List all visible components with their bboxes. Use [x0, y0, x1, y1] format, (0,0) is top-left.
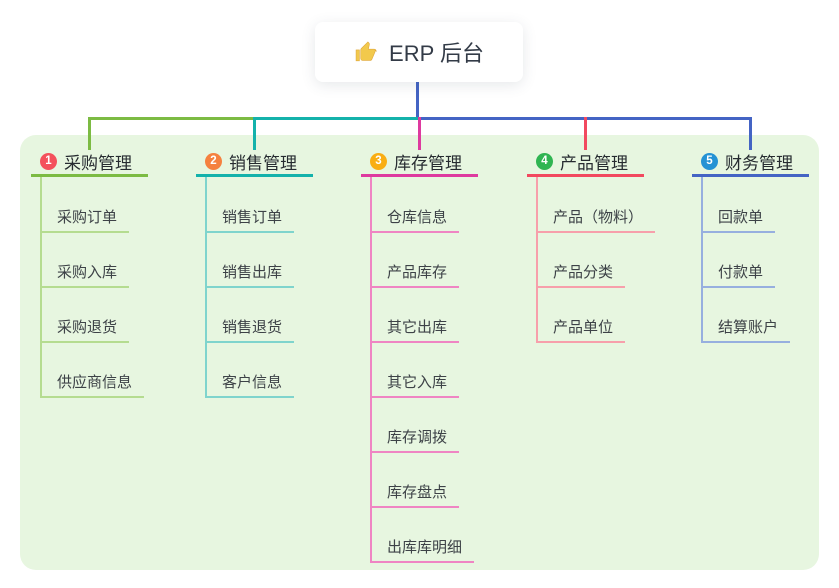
child-node[interactable]: 销售退货 [205, 315, 295, 343]
branch-node-5[interactable]: 5 财务管理 [701, 148, 793, 174]
child-node[interactable]: 产品分类 [536, 260, 626, 288]
child-node[interactable]: 销售出库 [205, 260, 295, 288]
child-node[interactable]: 结算账户 [701, 315, 791, 343]
branch-title: 财务管理 [725, 153, 793, 173]
thumbs-up-icon [354, 40, 379, 65]
root-node[interactable]: ERP 后台 [315, 22, 523, 82]
branch-underline [361, 174, 478, 177]
branch-title: 产品管理 [560, 153, 628, 173]
root-node-title: ERP 后台 [389, 41, 484, 66]
child-node[interactable]: 其它入库 [370, 370, 460, 398]
branch-title: 销售管理 [229, 153, 297, 173]
child-node[interactable]: 客户信息 [205, 370, 295, 398]
child-node[interactable]: 供应商信息 [40, 370, 145, 398]
branch-number-badge: 4 [536, 152, 553, 170]
branch-drop-line [584, 117, 587, 150]
child-node[interactable]: 产品单位 [536, 315, 626, 343]
branch-number-badge: 2 [205, 152, 222, 170]
child-node[interactable]: 其它出库 [370, 315, 460, 343]
branches-panel [20, 135, 819, 570]
child-node[interactable]: 采购退货 [40, 315, 130, 343]
child-node[interactable]: 产品（物料） [536, 205, 656, 233]
child-node[interactable]: 回款单 [701, 205, 776, 233]
rail-segment-sales [253, 117, 419, 120]
branch-drop-line [253, 117, 256, 150]
child-node[interactable]: 库存调拨 [370, 425, 460, 453]
branch-drop-line [418, 117, 421, 150]
rail-segment-purchase [88, 117, 254, 120]
child-node[interactable]: 采购入库 [40, 260, 130, 288]
branch-node-4[interactable]: 4 产品管理 [536, 148, 628, 174]
branch-title: 库存管理 [394, 153, 462, 173]
child-node[interactable]: 出库库明细 [370, 535, 475, 563]
branch-number-badge: 5 [701, 152, 718, 170]
child-connector-line [701, 177, 703, 341]
child-node[interactable]: 付款单 [701, 260, 776, 288]
child-node[interactable]: 销售订单 [205, 205, 295, 233]
branch-node-1[interactable]: 1 采购管理 [40, 148, 132, 174]
branch-underline [31, 174, 148, 177]
branch-underline [692, 174, 809, 177]
child-node[interactable]: 产品库存 [370, 260, 460, 288]
child-node[interactable]: 采购订单 [40, 205, 130, 233]
branch-number-badge: 1 [40, 152, 57, 170]
child-node[interactable]: 仓库信息 [370, 205, 460, 233]
branch-drop-line [88, 117, 91, 150]
branch-node-3[interactable]: 3 库存管理 [370, 148, 462, 174]
child-connector-line [536, 177, 538, 341]
branch-underline [196, 174, 313, 177]
child-node[interactable]: 库存盘点 [370, 480, 460, 508]
branch-node-2[interactable]: 2 销售管理 [205, 148, 297, 174]
branch-number-badge: 3 [370, 152, 387, 170]
root-stem-line [416, 82, 419, 117]
branch-drop-line [749, 117, 752, 150]
child-connector-line [370, 177, 372, 561]
branch-title: 采购管理 [64, 153, 132, 173]
branch-underline [527, 174, 644, 177]
